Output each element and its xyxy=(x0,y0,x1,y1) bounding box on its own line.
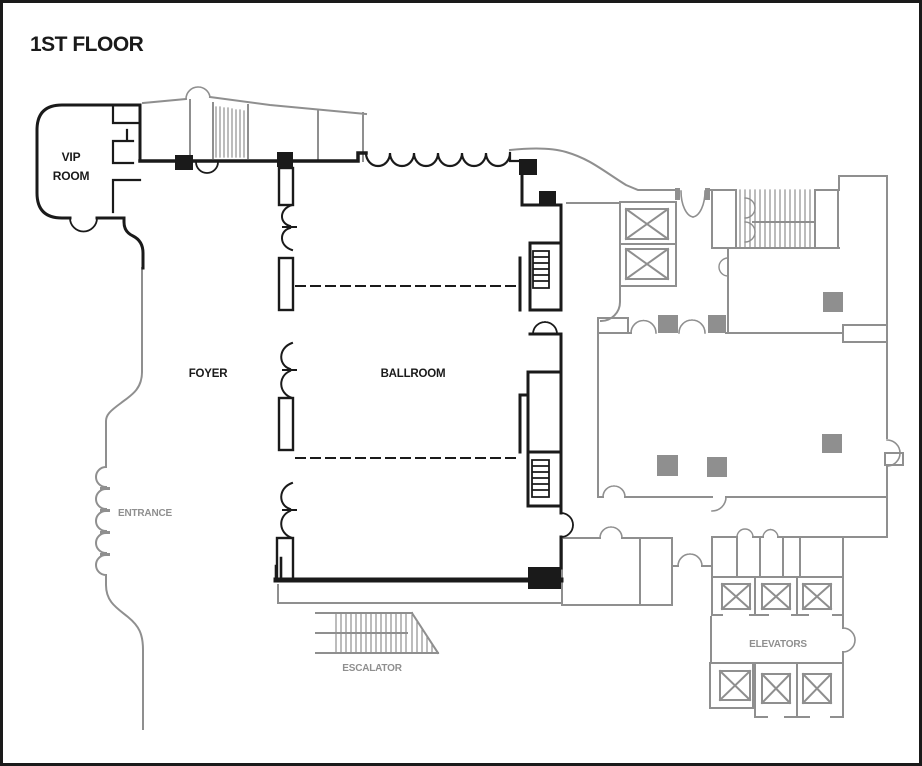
door-jamb xyxy=(675,188,680,200)
column xyxy=(657,455,678,476)
entrance-mullion xyxy=(100,553,110,556)
secondary-labels: ENTRANCE ESCALATOR ELEVATORS xyxy=(118,508,808,674)
primary-labels: 1ST FLOOR VIP ROOM FOYER BALLROOM xyxy=(30,33,446,380)
east-shaft-icon-2 xyxy=(531,459,550,498)
primary-columns-layer xyxy=(175,152,561,589)
top-right-closet-walls xyxy=(838,175,888,431)
elevator-lobby-door-swing-icon xyxy=(842,627,856,653)
elevator-shaft-icon-3 xyxy=(720,582,752,611)
ballroom-door-swing-icon-1 xyxy=(281,203,297,252)
column xyxy=(277,152,293,167)
promenade-floor-edge xyxy=(277,584,563,604)
service-corridor-door-swing-icon xyxy=(718,257,729,277)
column xyxy=(822,434,842,453)
top-left-staircase-icon xyxy=(215,106,245,158)
column xyxy=(539,191,556,206)
elevator-shaft-icon-7 xyxy=(760,672,792,705)
entrance-label: ENTRANCE xyxy=(118,508,172,519)
ballroom-east-walls xyxy=(518,174,563,570)
vip-room-door-swing-icon xyxy=(69,217,98,233)
vip-room-interior-walls xyxy=(111,103,142,214)
top-left-door-swing-icon xyxy=(185,86,211,100)
column xyxy=(708,315,726,333)
column xyxy=(823,292,843,312)
column xyxy=(175,155,193,170)
elevator-shaft-icon-8 xyxy=(801,672,833,705)
vestibule-door-swing-icon-1 xyxy=(736,528,754,538)
vestibule-door-swing-icon-2 xyxy=(762,528,779,538)
elevator-lobby-walls xyxy=(710,616,844,664)
entrance-mullion xyxy=(100,487,110,490)
north-corridor-wall xyxy=(138,151,368,163)
entrance-mullion xyxy=(100,531,110,534)
ballroom-door-swing-icon-2 xyxy=(280,341,297,400)
vip-room-label-line2: ROOM xyxy=(53,169,90,183)
ballroom-interior-door-swing-icon xyxy=(532,321,558,335)
entrance-mullion xyxy=(100,509,110,512)
wall-panel xyxy=(277,396,295,452)
secondary-columns-layer xyxy=(100,188,843,556)
wall-panel xyxy=(277,166,295,207)
central-room-door-swing-icon-2 xyxy=(678,319,706,334)
column xyxy=(658,315,678,333)
elevator-shaft-icon-6 xyxy=(718,669,752,702)
right-wall-door-box xyxy=(884,452,904,466)
elevator-row2-walls xyxy=(709,662,844,718)
elevator-shaft-icon-5 xyxy=(801,582,833,611)
east-shaft-icon-1 xyxy=(532,250,550,289)
ballroom-west-wall xyxy=(275,166,297,582)
ballroom-east-door-swing-icon xyxy=(560,512,574,538)
south-room-walls xyxy=(561,537,673,606)
primary-walls-layer xyxy=(35,103,574,583)
foyer-label: FOYER xyxy=(189,368,229,380)
page-title: 1ST FLOOR xyxy=(30,33,144,56)
ballroom-label: BALLROOM xyxy=(381,368,446,380)
vip-room-label-line1: VIP xyxy=(62,150,81,164)
top-right-staircase-icon xyxy=(739,189,811,249)
corridor-door-swing-icon xyxy=(195,161,219,174)
central-room-walls xyxy=(597,317,888,578)
elevator-vestibule-walls xyxy=(711,536,844,578)
central-room-door-swing-icon-4 xyxy=(711,496,727,512)
door-jamb xyxy=(705,188,710,200)
elevators-label: ELEVATORS xyxy=(749,639,807,650)
upper-elevator-shaft-walls xyxy=(566,201,677,323)
upper-elevator-shaft-icon-2 xyxy=(624,247,670,281)
column xyxy=(528,567,561,589)
north-lobby-door-swing-icon xyxy=(680,190,706,218)
entrance-wall xyxy=(95,267,144,730)
escalator-icon xyxy=(335,612,433,654)
elevator-row1-walls xyxy=(711,576,844,616)
vip-room-walls xyxy=(35,103,145,270)
central-room-door-swing-icon-1 xyxy=(630,319,657,334)
escalator-label: ESCALATOR xyxy=(342,663,402,674)
wall-panel xyxy=(277,256,295,312)
central-room-door-swing-icon-3 xyxy=(602,485,626,498)
upper-elevator-shaft-icon-1 xyxy=(624,207,670,241)
escalator-outline xyxy=(315,611,440,655)
top-left-service-walls xyxy=(141,95,368,162)
ballroom-door-swing-icon-3 xyxy=(280,481,297,540)
column xyxy=(707,457,727,477)
south-passage-door-swing-icon xyxy=(677,553,703,567)
north-lobby-curve-wall xyxy=(508,147,840,191)
south-room-door-swing-icon xyxy=(599,526,623,539)
ballroom-south-jamb xyxy=(274,556,283,582)
elevator-shaft-icon-4 xyxy=(760,582,792,611)
stair-room-door-swing-icon xyxy=(744,197,756,243)
secondary-walls-layer xyxy=(95,86,904,730)
accordion-door-wall xyxy=(364,151,521,168)
wall-panel xyxy=(275,536,295,582)
column xyxy=(519,159,537,175)
